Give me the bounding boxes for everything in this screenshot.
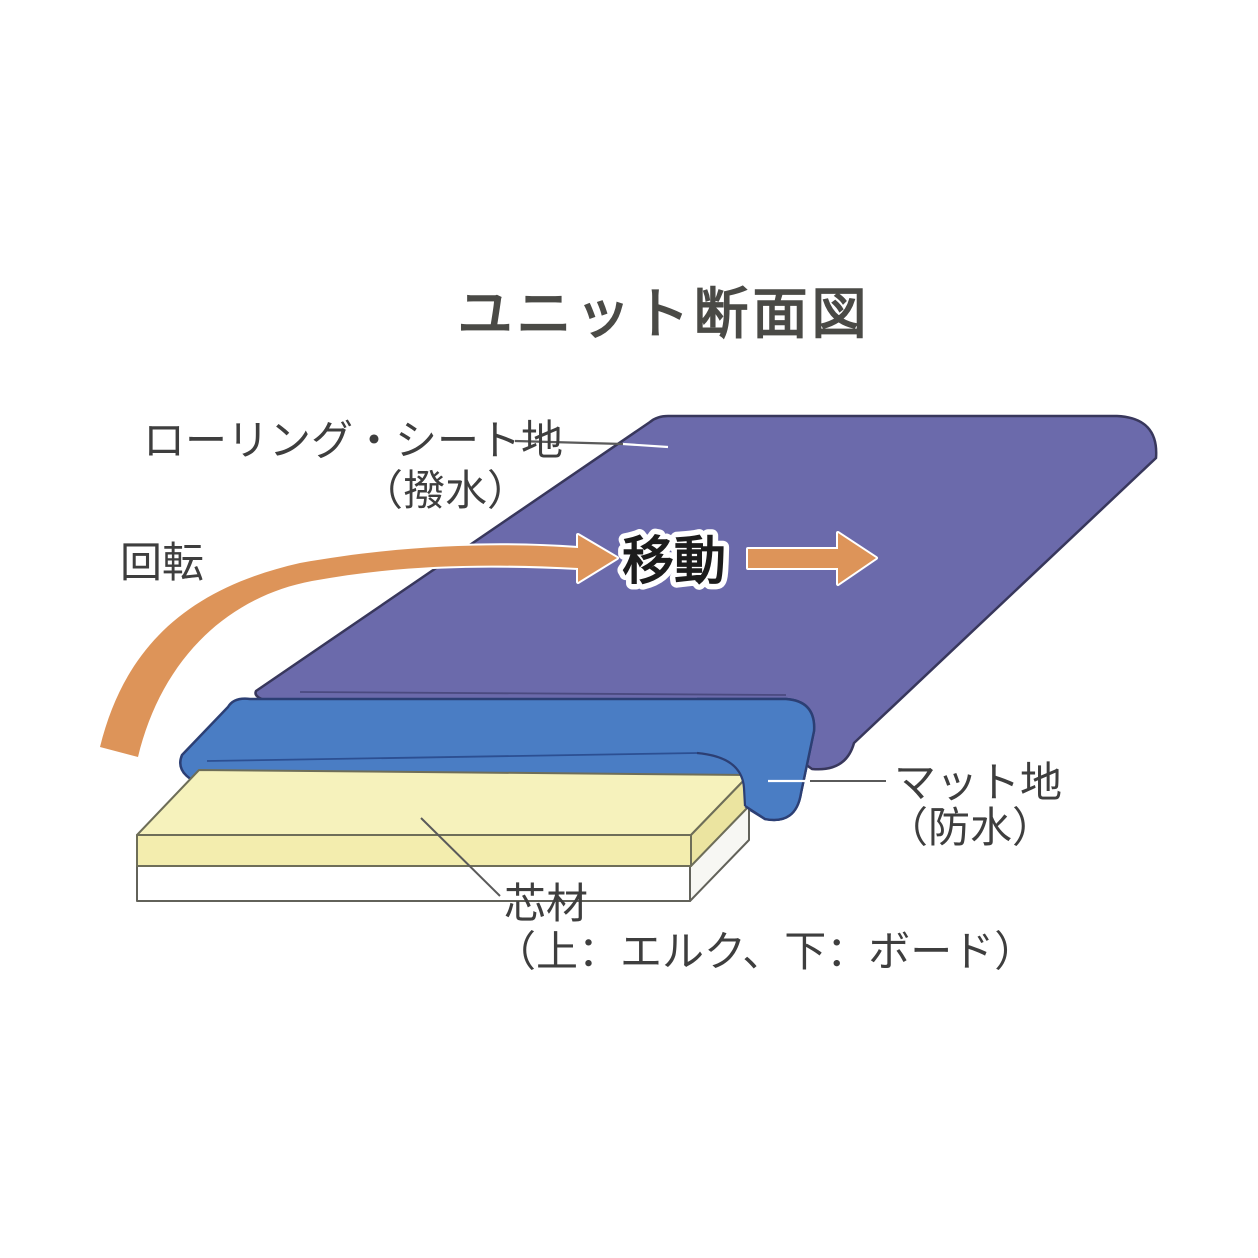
diagram-title: ユニット断面図 [457,283,870,345]
mat-wrap-strip [697,699,815,820]
leader-line-core [420,817,501,897]
movement-arrow [746,531,878,586]
label-movement: 移動 [622,533,726,591]
rotation-arrow [98,533,619,759]
core-board-front-face [136,865,691,902]
label-core-line1: 芯材 [504,880,588,927]
label-mat-line2: （防水） [886,804,1054,851]
leader-line-rolling-sheet-on-purple [622,442,669,449]
label-mat-line1: マット地 [894,759,1062,806]
rolling-sheet-fold-line [299,691,787,696]
label-rolling-sheet-line2: （撥水） [361,467,529,514]
mat-fold-line [206,752,699,762]
label-rolling-sheet-line1: ローリング・シート地 [143,417,563,464]
core-elk-front-face [136,834,692,867]
leader-line-rolling-sheet [514,439,624,446]
core-elk-top-face [136,769,750,836]
label-rotation: 回転 [120,539,204,586]
label-core-line2: （上：エルク、下：ボード） [494,928,1036,975]
mat-wrap-inner-edge [696,751,747,807]
mat-wrap-outer-edge [697,697,816,822]
